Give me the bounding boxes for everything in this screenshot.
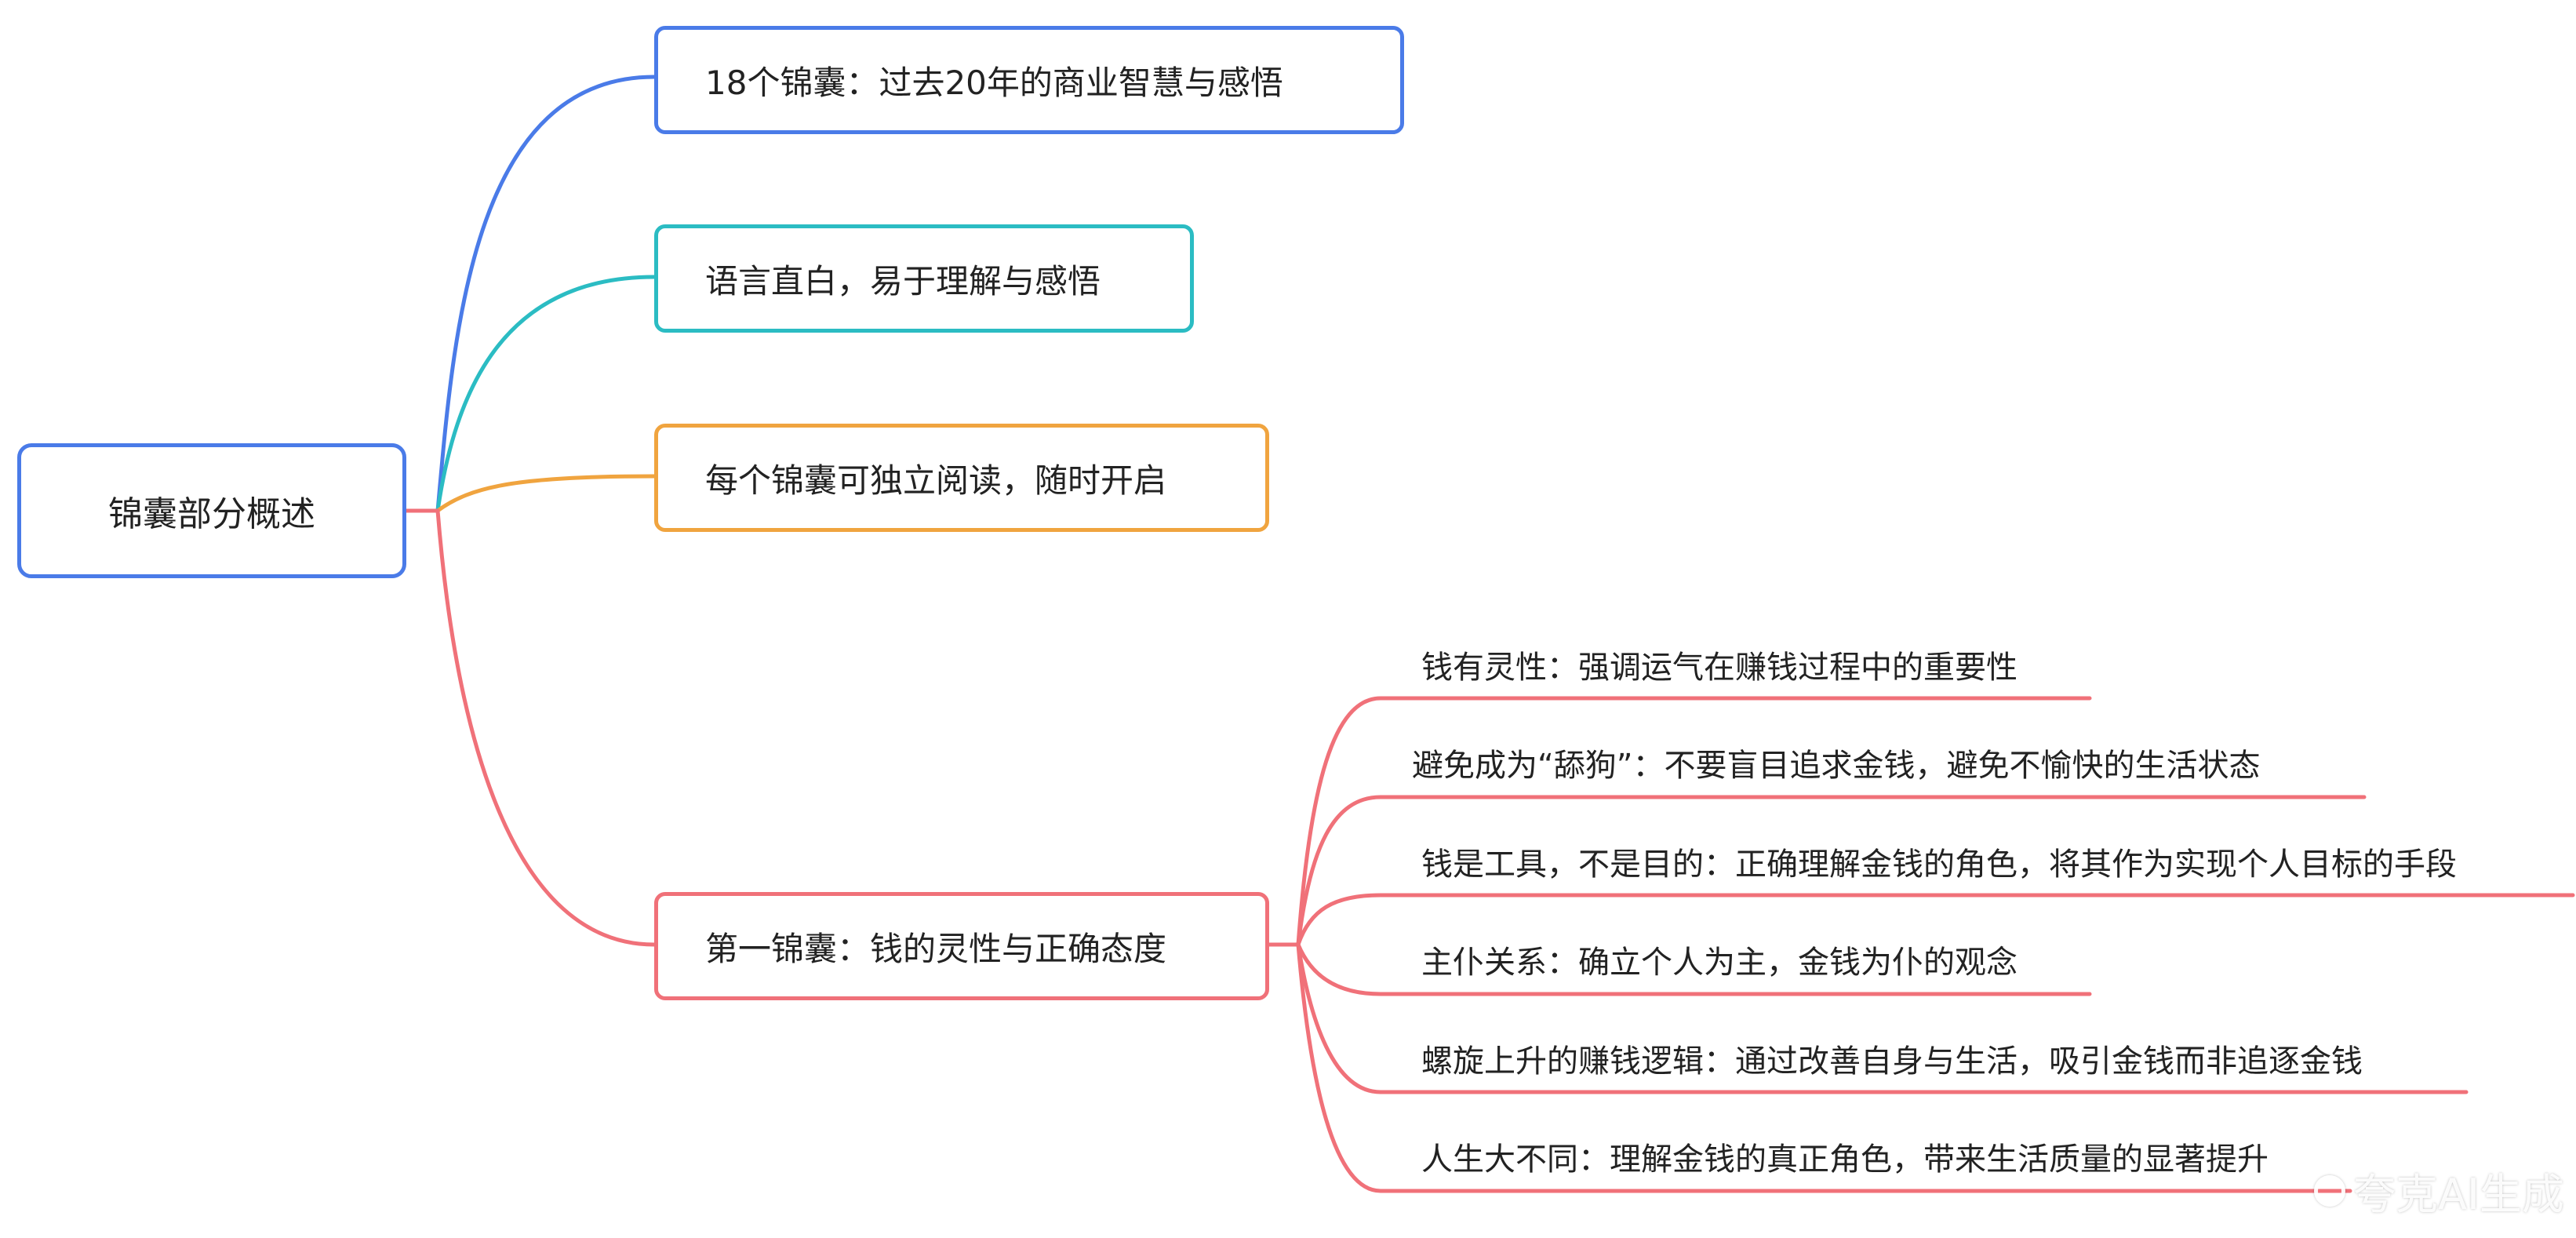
leaf-node-6-label: 人生大不同：理解金钱的真正角色，带来生活质量的显著提升: [1421, 1142, 2269, 1178]
child-node-4-label: 第一锦囊：钱的灵性与正确态度: [705, 929, 1167, 968]
connector-root-child-3: [435, 474, 657, 513]
leaf-node-2[interactable]: 避免成为“舔狗”：不要盲目追求金钱，避免不愉快的生活状态: [1412, 740, 2260, 785]
root-node[interactable]: 锦囊部分概述: [17, 443, 406, 578]
child-node-1-label: 18个锦囊：过去20年的商业智慧与感悟: [705, 63, 1283, 102]
connector-leaf-2: [1296, 795, 2367, 947]
watermark-logo-icon: [2314, 1174, 2345, 1207]
connector-leaf-6: [1296, 942, 2352, 1193]
watermark-text: 夸克AI生成: [2353, 1170, 2564, 1219]
leaf-node-6[interactable]: 人生大不同：理解金钱的真正角色，带来生活质量的显著提升: [1421, 1134, 2269, 1179]
leaf-node-3-label: 钱是工具，不是目的：正确理解金钱的角色，将其作为实现个人目标的手段: [1421, 847, 2457, 883]
connector-leaf-3: [1296, 893, 2575, 947]
root-node-label: 锦囊部分概述: [108, 494, 315, 534]
connector-leaf-5: [1296, 942, 2469, 1094]
child-node-2[interactable]: 语言直白，易于理解与感悟: [654, 224, 1194, 333]
child-node-2-label: 语言直白，易于理解与感悟: [705, 261, 1101, 300]
child-node-1[interactable]: 18个锦囊：过去20年的商业智慧与感悟: [654, 26, 1404, 134]
leaf-node-4-label: 主仆关系：确立个人为主，金钱为仆的观念: [1421, 945, 2018, 981]
child-node-4[interactable]: 第一锦囊：钱的灵性与正确态度: [654, 892, 1269, 1000]
leaf-node-5-label: 螺旋上升的赚钱逻辑：通过改善自身与生活，吸引金钱而非追逐金钱: [1421, 1043, 2363, 1080]
leaf-node-4[interactable]: 主仆关系：确立个人为主，金钱为仆的观念: [1421, 937, 2018, 982]
leaf-node-5[interactable]: 螺旋上升的赚钱逻辑：通过改善自身与生活，吸引金钱而非追逐金钱: [1421, 1036, 2363, 1081]
connector-leaf-4: [1296, 942, 2092, 996]
watermark: 夸克AI生成: [2314, 1160, 2564, 1222]
leaf-node-3[interactable]: 钱是工具，不是目的：正确理解金钱的角色，将其作为实现个人目标的手段: [1421, 839, 2457, 884]
connector-leaf-1: [1296, 696, 2092, 947]
child-node-3[interactable]: 每个锦囊可独立阅读，随时开启: [654, 424, 1269, 532]
leaf-node-1[interactable]: 钱有灵性：强调运气在赚钱过程中的重要性: [1421, 642, 2018, 687]
leaf-node-2-label: 避免成为“舔狗”：不要盲目追求金钱，避免不愉快的生活状态: [1412, 748, 2261, 784]
connector-root-child-4: [404, 508, 657, 947]
leaf-node-1-label: 钱有灵性：强调运气在赚钱过程中的重要性: [1421, 650, 2018, 686]
connector-root-child-1: [435, 75, 657, 513]
child-node-3-label: 每个锦囊可独立阅读，随时开启: [705, 461, 1167, 500]
connector-root-child-2: [435, 275, 657, 513]
